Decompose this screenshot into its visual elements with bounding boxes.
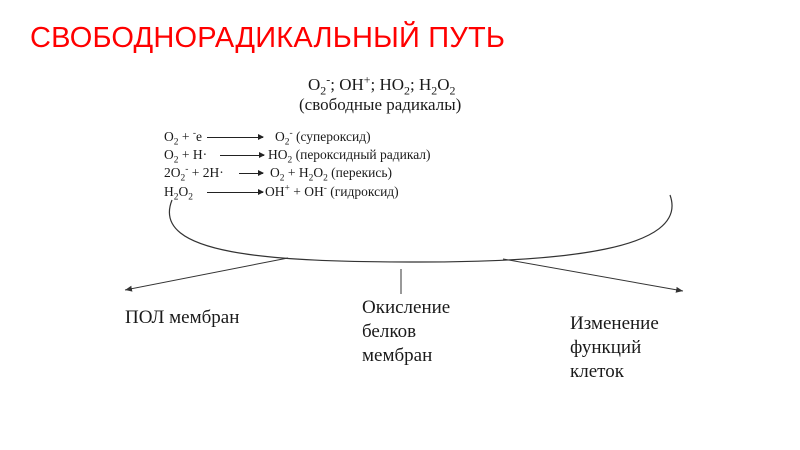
arrow-to-cell-function-change xyxy=(502,258,684,293)
hydroxyl-formula: OH+ xyxy=(339,72,371,94)
slide-title: СВОБОДНОРАДИКАЛЬНЫЙ ПУТЬ xyxy=(30,22,506,54)
outcome-lipid-peroxidation: ПОЛ мембран xyxy=(125,306,239,330)
reaction-lhs: 2O2- + 2H· xyxy=(164,164,224,184)
reaction-lhs: O2 + H· xyxy=(164,147,208,166)
outcome-line: Окисление xyxy=(362,297,451,318)
outcome-protein-oxidation: Окисление белков мембран xyxy=(362,296,450,368)
outcome-line: функций xyxy=(570,337,642,358)
outcome-line: ПОЛ мембран xyxy=(125,307,240,328)
collecting-arc xyxy=(169,194,673,263)
reaction-arrow-icon xyxy=(239,165,264,181)
reaction-rhs: O2- (супероксид) xyxy=(275,128,371,148)
reaction-lhs: O2 + -e xyxy=(164,128,202,148)
outcome-line: Изменение xyxy=(570,313,659,334)
hydrogen-peroxide-formula: H2O2 xyxy=(418,75,456,98)
reaction-rhs: HO2 (пероксидный радикал) xyxy=(268,147,431,166)
reaction-label: (гидроксид) xyxy=(326,184,399,199)
reaction-arrow-icon xyxy=(207,129,264,145)
reaction-rhs: O2 + H2O2 (перекись) xyxy=(270,165,393,184)
outcome-line: клеток xyxy=(570,361,624,382)
outcome-cell-function-change: Изменение функций клеток xyxy=(570,312,659,384)
outcome-line: белков xyxy=(362,321,417,342)
reaction-label: (супероксид) xyxy=(292,129,371,144)
reaction-label: (перекись) xyxy=(327,165,393,180)
outcome-line: мембран xyxy=(362,345,433,366)
reaction-arrow-icon xyxy=(220,147,265,163)
formula-caption: (свободные радикалы) xyxy=(299,95,462,114)
arrow-to-lipid-peroxidation xyxy=(124,257,289,292)
superoxide-formula: O2- xyxy=(308,72,331,98)
peroxyl-formula: HO2 xyxy=(379,75,410,98)
reaction-arrow-icon xyxy=(207,184,264,200)
reaction-label: (пероксидный радикал) xyxy=(292,147,431,162)
reaction-rhs: OH+ + OH- (гидроксид) xyxy=(265,183,399,199)
reaction-lhs: H2O2 xyxy=(164,184,193,203)
free-radicals-formula: O2-; OH+; HO2; H2O2 xyxy=(308,72,456,98)
